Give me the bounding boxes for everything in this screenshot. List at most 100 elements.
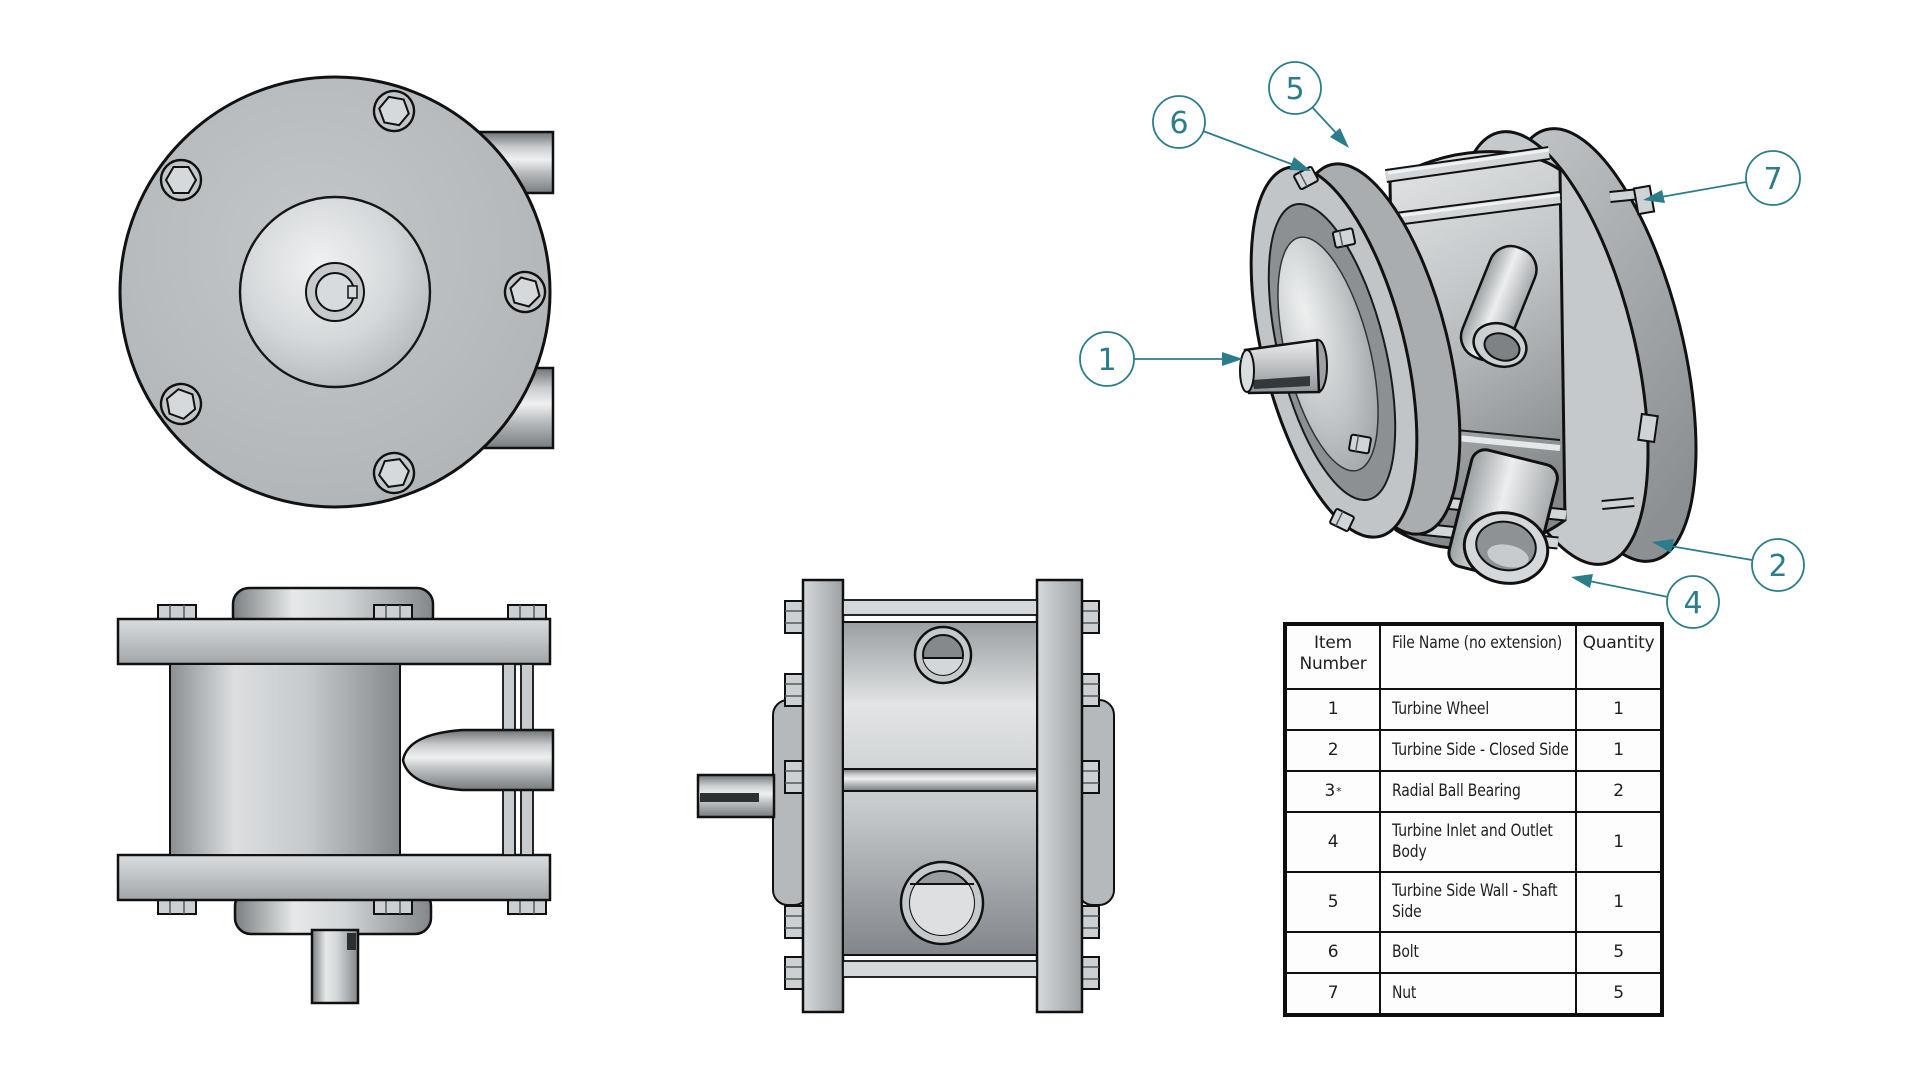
- bolt-head: [1347, 433, 1373, 455]
- table-row: 6 Bolt 5: [1287, 931, 1660, 972]
- file-name-text: Bolt: [1392, 942, 1419, 962]
- file-name-cell: Turbine Side Wall - Shaft Side: [1379, 873, 1575, 931]
- flange-plate: [116, 853, 552, 902]
- flange-plate: [116, 617, 552, 666]
- keyway-notch: [347, 285, 358, 299]
- bom-header-row: Item Number File Name (no extension) Qua…: [1287, 626, 1660, 690]
- bom-rows: 1 Turbine Wheel 1 2 Turbine Side - Close…: [1287, 690, 1660, 1013]
- quantity-cell: 1: [1575, 813, 1660, 871]
- balloon-circle: [1745, 150, 1801, 206]
- file-name-cell: Turbine Wheel: [1379, 690, 1575, 729]
- flange-plate: [801, 578, 845, 1014]
- header-item-number: Item Number: [1299, 633, 1367, 674]
- side-pipe: [401, 728, 555, 792]
- inlet-opening: [1483, 332, 1521, 362]
- bolt-head: [784, 760, 804, 794]
- shaft-keyway: [1252, 376, 1310, 389]
- nut: [1080, 760, 1100, 794]
- outlet-inner-wall: [1487, 544, 1529, 568]
- hex-bolt: [159, 158, 203, 202]
- file-name-cell: Bolt: [1379, 933, 1575, 972]
- bolt-head: [784, 673, 804, 707]
- table-row: 7 Nut 5: [1287, 972, 1660, 1013]
- leader-line: [1311, 106, 1338, 135]
- bolt-head: [373, 604, 413, 620]
- leader-arrow: [1571, 574, 1593, 588]
- balloon-circle: [1079, 331, 1135, 387]
- nut: [1080, 673, 1100, 707]
- bolt-head: [1331, 227, 1357, 249]
- file-name-cell: Turbine Side - Closed Side: [1379, 731, 1575, 770]
- callout-2: 2: [1652, 538, 1805, 592]
- bolt-head: [157, 604, 197, 620]
- isometric-view: [1239, 127, 1698, 585]
- table-row: 1 Turbine Wheel 1: [1287, 690, 1660, 729]
- file-name-text: Turbine Wheel: [1392, 699, 1490, 719]
- file-name-text: Radial Ball Bearing: [1392, 781, 1521, 801]
- file-name-cell: Turbine Inlet and Outlet Body: [1379, 813, 1575, 871]
- bolt-head: [507, 604, 547, 620]
- leader-arrow: [1222, 352, 1243, 366]
- quantity-cell: 1: [1575, 690, 1660, 729]
- tie-rod-front: [842, 768, 1038, 792]
- nut: [507, 899, 547, 915]
- item-number-cell: 5: [1327, 891, 1339, 912]
- quantity-cell: 5: [1575, 933, 1660, 972]
- quantity-cell: 1: [1575, 731, 1660, 770]
- keyway-slot: [347, 933, 356, 950]
- balloon-number: 1: [1097, 343, 1116, 378]
- balloon-circle: [1751, 538, 1805, 592]
- callout-5: 5: [1268, 61, 1349, 148]
- table-row: 3* Radial Ball Bearing 2: [1287, 770, 1660, 811]
- port-hole-inner: [910, 884, 974, 935]
- balloon-number: 7: [1763, 162, 1782, 197]
- bolt-head: [784, 905, 804, 939]
- top-view: [116, 586, 555, 1005]
- front-view: [118, 75, 555, 509]
- item-number-cell: 7: [1327, 983, 1339, 1003]
- balloon-number: 6: [1169, 106, 1188, 141]
- bom-table: Item Number File Name (no extension) Qua…: [1283, 622, 1664, 1017]
- callout-7: 7: [1643, 150, 1801, 206]
- body-drum: [169, 663, 401, 856]
- leader-line: [1660, 181, 1747, 198]
- nut: [1080, 600, 1100, 634]
- callout-6: 6: [1152, 95, 1311, 171]
- leader-line: [1588, 580, 1669, 598]
- bolt-head: [784, 600, 804, 634]
- port-hole-inner: [923, 658, 963, 675]
- header-file-name: File Name (no extension): [1379, 626, 1575, 688]
- nut: [1637, 412, 1659, 444]
- table-row: 2 Turbine Side - Closed Side 1: [1287, 729, 1660, 770]
- balloon-circle: [1152, 95, 1206, 149]
- leader-arrow: [1330, 128, 1349, 148]
- callout-4: 4: [1571, 574, 1720, 629]
- leader-arrow: [1652, 539, 1674, 553]
- file-name-cell: Nut: [1379, 974, 1575, 1013]
- quantity-cell: 1: [1575, 873, 1660, 931]
- nut: [373, 899, 413, 915]
- shaft-end: [1239, 349, 1255, 393]
- leader-line: [1669, 545, 1753, 561]
- item-number-cell: 4: [1327, 831, 1339, 852]
- header-quantity: Quantity: [1575, 626, 1660, 688]
- item-number-cell: 3*: [1324, 781, 1342, 801]
- nut: [1080, 905, 1100, 939]
- callouts: 1 2 4 5 6 7: [1079, 61, 1805, 629]
- table-row: 5 Turbine Side Wall - Shaft Side 1: [1287, 871, 1660, 931]
- callout-1: 1: [1079, 331, 1243, 387]
- leader-arrow: [1643, 190, 1665, 203]
- quantity-cell: 5: [1575, 974, 1660, 1013]
- file-name-text: Nut: [1392, 983, 1417, 1003]
- file-name-text: Turbine Inlet and Outlet Body: [1392, 821, 1553, 862]
- item-number-cell: 2: [1327, 740, 1339, 760]
- balloon-number: 5: [1285, 72, 1304, 107]
- balloon-number: 4: [1683, 586, 1702, 621]
- flange-plate: [1035, 578, 1084, 1014]
- bolt-head: [784, 956, 804, 990]
- drum-bulge: [1077, 699, 1115, 906]
- item-number-cell: 1: [1327, 699, 1339, 719]
- side-view: [696, 578, 1115, 1014]
